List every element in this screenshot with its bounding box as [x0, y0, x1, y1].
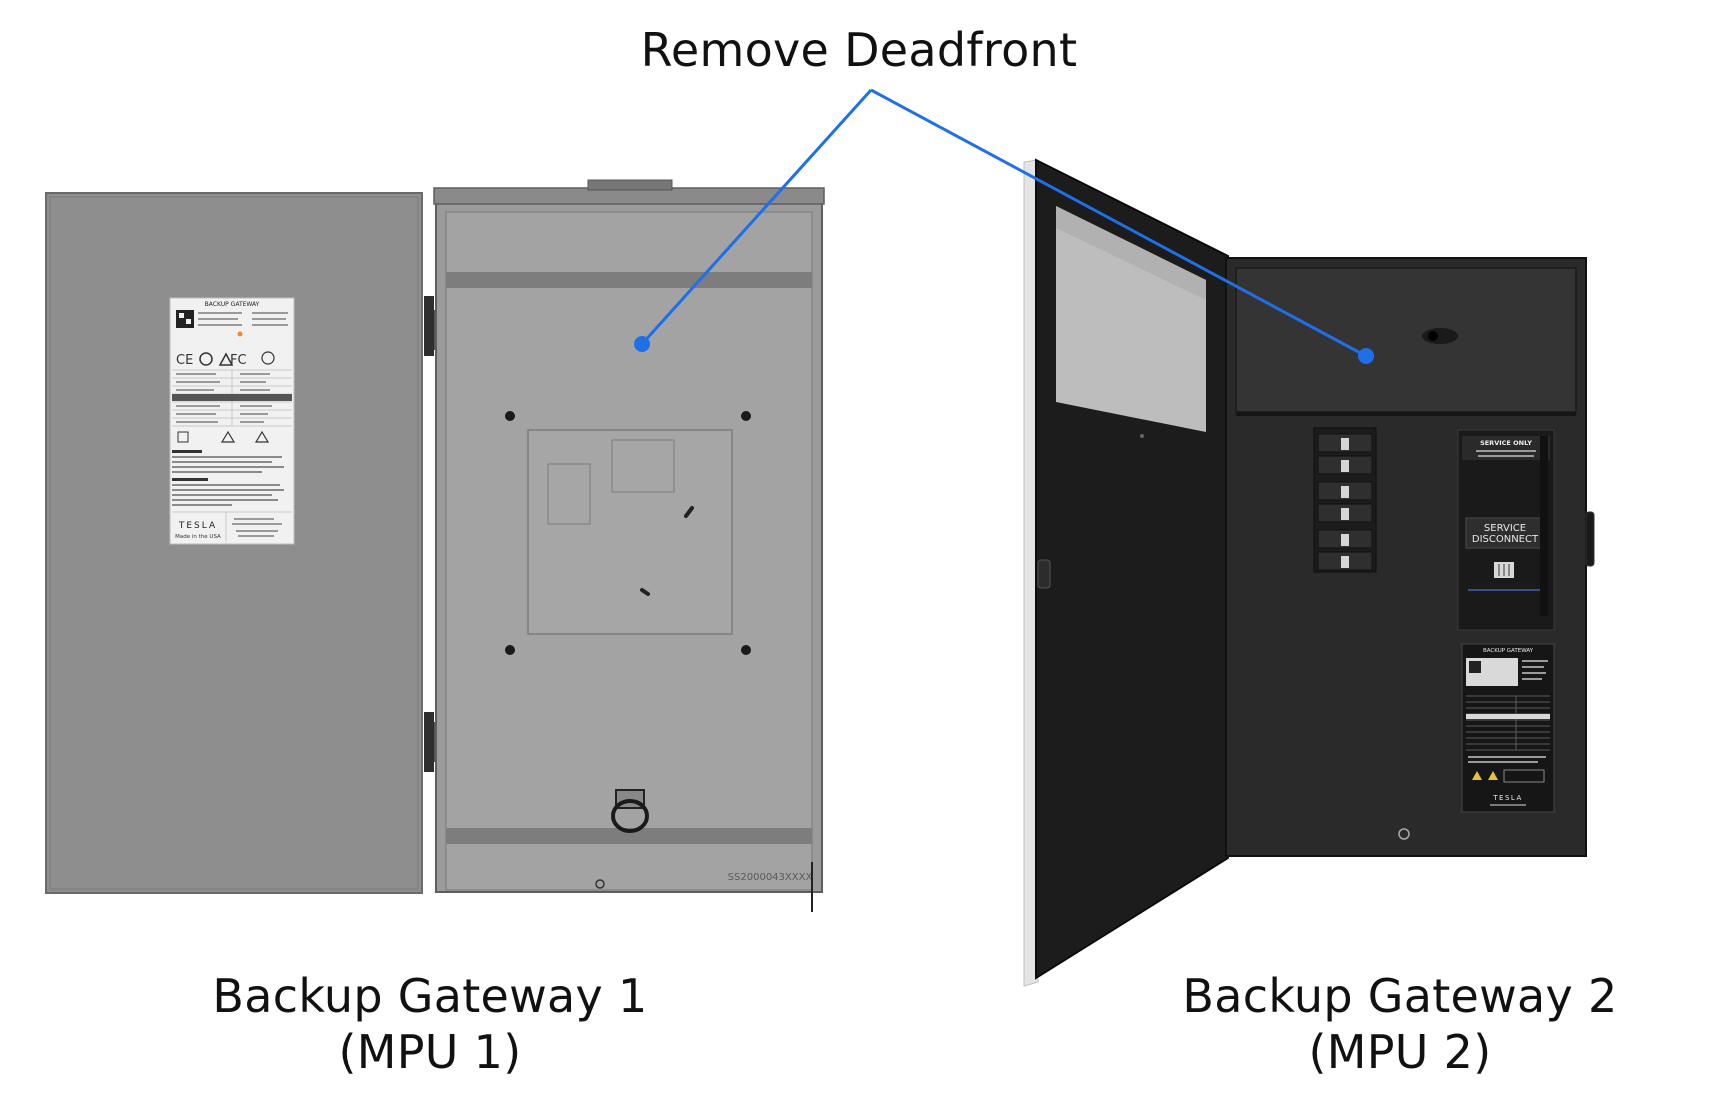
callout-title: Remove Deadfront — [640, 23, 1078, 77]
gateway-1-label-made-in: Made in the USA — [175, 534, 221, 540]
gateway-2-caption-line2: (MPU 2) — [1308, 1025, 1492, 1079]
gateway-1-label-heading: BACKUP GATEWAY — [205, 301, 260, 308]
gateway-2: SERVICE ONLY SERVICE DISCONNECT BACKUP G… — [1023, 158, 1595, 987]
gateway-1-caption: Backup Gateway 1 (MPU 1) — [160, 968, 700, 1080]
gateway-1-spec-label: BACKUP GATEWAY CE FC — [169, 297, 295, 545]
gateway-1-label-brand: TESLA — [178, 521, 217, 531]
gateway-1: BACKUP GATEWAY CE FC — [45, 179, 825, 912]
gateway-2-service-disconnect-line2: DISCONNECT — [1472, 534, 1539, 545]
gateway-2-label-heading: BACKUP GATEWAY — [1483, 648, 1534, 654]
gateway-1-caption-line2: (MPU 1) — [338, 1025, 522, 1079]
gateway-1-serial: SS2000043XXXX — [728, 872, 813, 883]
gateway-2-label-brand: TESLA — [1492, 794, 1523, 802]
gateway-2-spec-label: BACKUP GATEWAY TESLA — [1461, 643, 1555, 813]
gateway-2-door-edge — [1023, 159, 1039, 987]
gateway-2-caption: Backup Gateway 2 (MPU 2) — [1130, 968, 1670, 1080]
gateway-1-padlock-ring — [611, 789, 649, 833]
gateway-2-breakers — [1313, 427, 1377, 573]
gateway-2-caption-line1: Backup Gateway 2 — [1182, 969, 1618, 1023]
gateway-2-service-only: SERVICE ONLY — [1480, 439, 1532, 447]
gateway-1-caption-line1: Backup Gateway 1 — [212, 969, 648, 1023]
gateway-1-mounting-holes — [505, 411, 751, 655]
callout-leaders — [634, 88, 1374, 364]
leader-line-gateway-2 — [870, 88, 1367, 358]
gateway-2-service-disconnect-line1: SERVICE — [1484, 523, 1526, 534]
leader-dot-gateway-2 — [1358, 348, 1374, 364]
svg-text:FC: FC — [230, 353, 247, 368]
leader-line-gateway-1 — [640, 88, 873, 346]
svg-text:CE: CE — [176, 353, 193, 368]
leader-dot-gateway-1 — [634, 336, 650, 352]
gateway-1-deadfront — [527, 429, 733, 635]
gateway-2-service-panel: SERVICE ONLY SERVICE DISCONNECT — [1457, 429, 1555, 631]
